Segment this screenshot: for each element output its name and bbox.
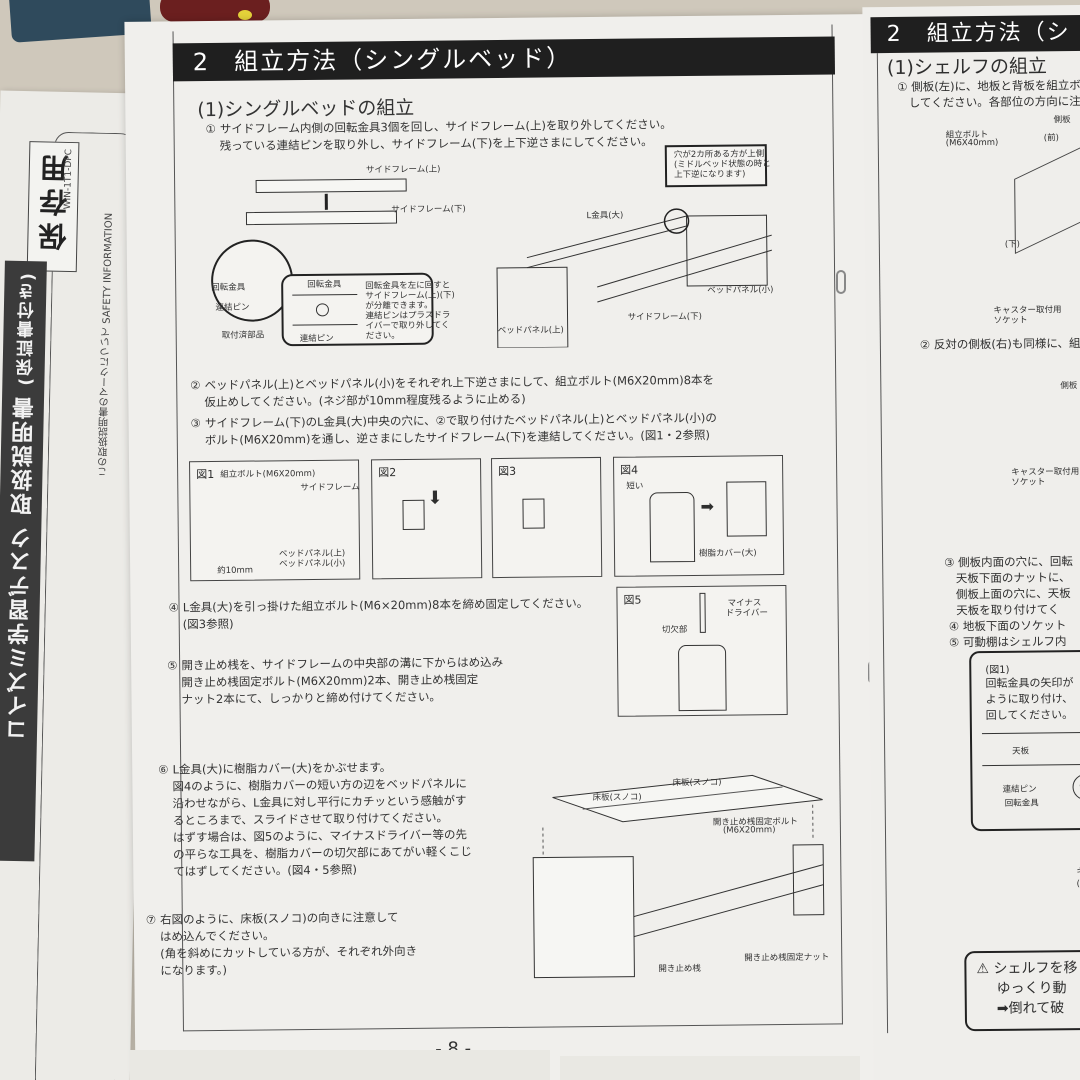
- right-step-3: ③ 側板内面の穴に、回転 天板下面のナットに、 側板上面の穴に、天板 天板を取り…: [944, 554, 1073, 618]
- right-figure-1: (図1) 回転金具の矢印が ように取り付け、 回してください。 天板 連結ピン …: [969, 649, 1080, 832]
- subsection-heading: (1)シングルベッドの組立: [197, 96, 415, 122]
- section-number: 2: [192, 48, 211, 77]
- background-clip: [160, 0, 270, 22]
- model-number: WIN-1T1-DPC: [63, 148, 75, 210]
- storage-label-box: 保存用 WIN-1T1-DPC: [26, 141, 80, 273]
- subsection-heading-right: (1)シェルフの組立: [886, 55, 1048, 80]
- figure-3: 図3: [491, 456, 603, 579]
- underlying-paper: [560, 1056, 860, 1080]
- booklet-border: [34, 131, 135, 1080]
- diagram-side-frame-separation: サイドフレーム(上) サイドフレーム(下) 回転金具 連結ピン 取付済部品 回転…: [211, 164, 466, 347]
- right-step-2: ② 反対の側板(右)も同様に、組: [919, 336, 1080, 352]
- figure-2: 図2 ⬇: [371, 458, 483, 580]
- figure-1: 図1 組立ボルト(M6X20mm) サイドフレーム ベッドパネル(上) ベッドパ…: [189, 459, 361, 582]
- booklet-title-band: コイズミ学習デスク 取扱説明書 (保証書付き): [0, 260, 47, 862]
- diagram-slatted-floor-assembly: 床板(スノコ) 床板(スノコ) 開き止め桟固定ボルト (M6X20mm) 開き止…: [522, 764, 844, 997]
- booklet-title: コイズミ学習デスク 取扱説明書 (保証書付き): [5, 270, 39, 742]
- warning-box: ⚠ シェルフを移 ゆっくり動 ➡倒れて破: [964, 949, 1080, 1032]
- figure-4: 図4 短い ➡ 樹脂カバー(大): [612, 455, 785, 577]
- section-title: 組立方法（シングルベッド）: [233, 44, 573, 76]
- underlying-paper: [130, 1050, 550, 1080]
- binder-ring: [836, 270, 846, 294]
- right-step-4: ④ 地板下面のソケット: [948, 618, 1067, 634]
- manual-page-right: 2 組立方法（シ (1)シェルフの組立 ① 側板(左)に、地板と背板を組立ボ し…: [862, 4, 1080, 1080]
- figure-5: 図5 マイナス ドライバー 切欠部: [616, 585, 788, 717]
- right-step-5: ⑤ 可動棚はシェルフ内: [948, 634, 1067, 650]
- right-step-1: ① 側板(左)に、地板と背板を組立ボ してください。各部位の方向に注: [897, 78, 1080, 110]
- section-header-right: 2 組立方法（シ: [870, 14, 1080, 54]
- diagram-bed-frame-assembly: 穴が2カ所ある方が上側 (ミドルベッド状態の時と 上下逆になります) L金具(大…: [486, 135, 808, 349]
- background-object: [238, 10, 252, 20]
- section-header: 2 組立方法（シングルベッド）: [172, 36, 836, 82]
